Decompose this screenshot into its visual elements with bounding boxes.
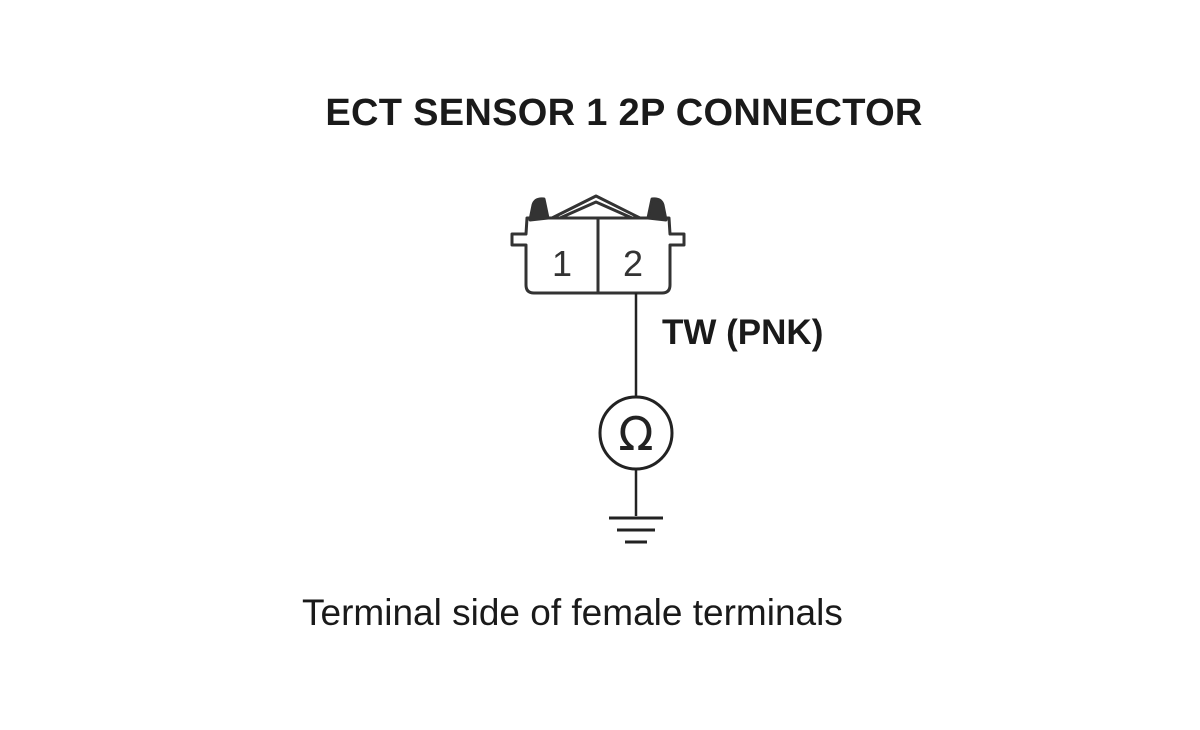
view-caption: Terminal side of female terminals bbox=[302, 592, 843, 633]
connector-2p bbox=[510, 194, 686, 295]
pin-2-label: 2 bbox=[623, 243, 643, 284]
ground-icon bbox=[609, 516, 663, 544]
diagram-title: ECT SENSOR 1 2P CONNECTOR bbox=[325, 92, 923, 134]
connector-lock-right bbox=[646, 197, 668, 222]
wire-label: TW (PNK) bbox=[662, 313, 824, 352]
connector-body bbox=[510, 216, 686, 295]
pin-1-label: 1 bbox=[552, 243, 572, 284]
connector-latch-inner bbox=[559, 200, 633, 220]
ohmmeter-icon: Ω bbox=[598, 395, 674, 471]
ohm-symbol: Ω bbox=[618, 407, 653, 461]
connector-lock-left bbox=[528, 197, 550, 222]
connector-latch bbox=[551, 194, 641, 220]
